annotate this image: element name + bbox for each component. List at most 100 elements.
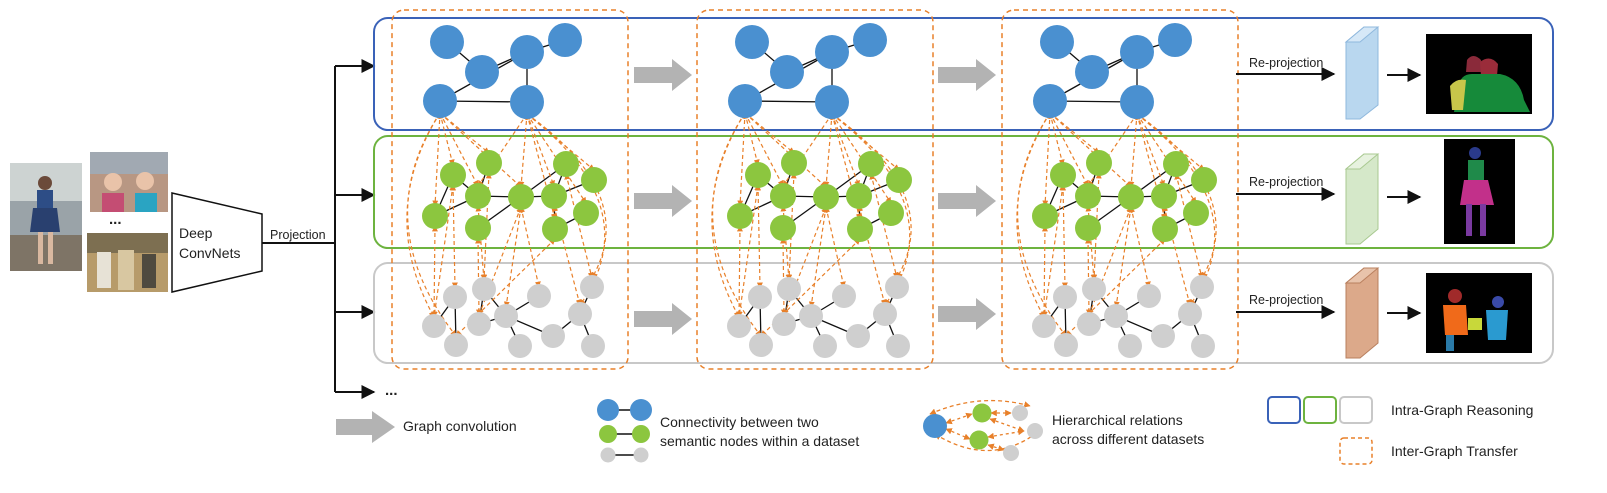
green-semantic-node xyxy=(1152,216,1178,242)
blue-semantic-node xyxy=(770,55,804,89)
green-semantic-node xyxy=(846,183,872,209)
hierarchical-relation xyxy=(1128,113,1140,188)
gray-semantic-node xyxy=(1190,275,1214,299)
semantic-nodes xyxy=(1032,23,1217,358)
gray-semantic-node xyxy=(568,302,592,326)
legend-hierarchical-label-1: Hierarchical relations xyxy=(1052,412,1183,428)
hierarchical-relation xyxy=(438,112,455,166)
gray-semantic-node xyxy=(541,324,565,348)
gray-semantic-node xyxy=(581,334,605,358)
projection-label: Projection xyxy=(270,228,326,242)
blue-semantic-node xyxy=(430,25,464,59)
images-ellipsis: ... xyxy=(109,211,122,228)
gray-semantic-node xyxy=(508,334,532,358)
blue-semantic-node xyxy=(465,55,499,89)
green-semantic-node xyxy=(886,167,912,193)
hierarchical-relation xyxy=(1060,184,1068,289)
semantic-nodes xyxy=(727,23,912,358)
hierarchical-relation-curved xyxy=(407,112,457,337)
hierarchical-relation-curved xyxy=(712,112,762,337)
conv-arrow-1-blue xyxy=(634,59,692,91)
gray-semantic-node xyxy=(1053,285,1077,309)
gray-semantic-node xyxy=(1137,284,1161,308)
hierarchical-relation xyxy=(743,112,760,166)
hierarchical-relation xyxy=(755,184,763,289)
green-semantic-node xyxy=(1032,203,1058,229)
blue-semantic-node xyxy=(423,84,457,118)
parsing-result-blue xyxy=(1426,34,1532,114)
deep-convnets-label-1: Deep xyxy=(179,225,213,241)
blue-semantic-node xyxy=(1033,84,1067,118)
input-images: ... xyxy=(10,152,168,292)
hierarchical-relation xyxy=(450,184,458,289)
inter-graph-transfer-box xyxy=(696,9,934,370)
parsing-result-gray xyxy=(1426,273,1532,353)
green-semantic-node xyxy=(1191,167,1217,193)
conv-arrow-2-blue xyxy=(938,59,996,91)
green-semantic-node xyxy=(1163,151,1189,177)
hierarchical-relation xyxy=(518,113,530,188)
gray-semantic-node xyxy=(1151,324,1175,348)
green-semantic-node xyxy=(745,162,771,188)
hierarchical-relation xyxy=(1113,206,1134,308)
reprojection-gray: Re-projection xyxy=(1236,267,1532,359)
gray-semantic-node xyxy=(1032,314,1056,338)
gray-semantic-node xyxy=(1118,334,1142,358)
gray-semantic-node xyxy=(886,334,910,358)
gray-semantic-node xyxy=(799,304,823,328)
deep-convnets-block: Deep ConvNets xyxy=(171,192,263,293)
gray-dataset-box xyxy=(373,262,1554,364)
green-semantic-node xyxy=(440,162,466,188)
gray-semantic-node xyxy=(1191,334,1215,358)
hierarchical-relation xyxy=(503,206,524,308)
green-semantic-node xyxy=(1151,183,1177,209)
green-semantic-node xyxy=(573,200,599,226)
graph-stage-3 xyxy=(1001,9,1239,370)
gray-semantic-node xyxy=(472,277,496,301)
green-dataset-box xyxy=(373,135,1554,249)
gray-semantic-node xyxy=(748,285,772,309)
input-photo-two-women xyxy=(90,152,168,212)
input-photo-group xyxy=(87,233,168,292)
green-semantic-node xyxy=(878,200,904,226)
graph-stage-2 xyxy=(696,9,934,370)
gray-semantic-node xyxy=(1077,312,1101,336)
hierarchical-relation xyxy=(1041,225,1048,318)
green-semantic-node xyxy=(465,215,491,241)
legend: Graph convolution Connectivity between t… xyxy=(336,396,1533,465)
branches-ellipsis: ... xyxy=(385,382,398,399)
green-semantic-node xyxy=(1183,200,1209,226)
green-semantic-node xyxy=(1050,162,1076,188)
conv-arrow-2-gray xyxy=(938,298,996,330)
reprojection-green: Re-projection xyxy=(1236,139,1515,245)
graph-stage-1 xyxy=(391,9,629,370)
green-semantic-node xyxy=(858,151,884,177)
green-semantic-node xyxy=(1086,150,1112,176)
hierarchical-relation xyxy=(1042,112,1053,207)
legend-hierarchical: Hierarchical relations across different … xyxy=(923,399,1204,461)
reprojection-label-gray: Re-projection xyxy=(1249,293,1323,307)
gray-semantic-node xyxy=(832,284,856,308)
input-photo-person xyxy=(10,163,82,271)
parsing-result-green xyxy=(1444,139,1515,244)
gray-semantic-node xyxy=(1054,333,1078,357)
green-semantic-node xyxy=(553,151,579,177)
blue-semantic-node xyxy=(1040,25,1074,59)
conv-arrow-1-green xyxy=(634,185,692,217)
legend-graph-convolution-label: Graph convolution xyxy=(403,418,517,434)
hierarchical-relation xyxy=(431,225,438,318)
legend-inter-graph: Inter-Graph Transfer xyxy=(1339,437,1518,465)
conv-arrow-1-gray xyxy=(634,303,692,335)
blue-semantic-node xyxy=(728,84,762,118)
deep-convnets-label-2: ConvNets xyxy=(179,245,240,261)
blue-semantic-node xyxy=(1120,85,1154,119)
legend-intra-graph-label: Intra-Graph Reasoning xyxy=(1391,402,1533,418)
green-semantic-node xyxy=(541,183,567,209)
gray-semantic-node xyxy=(846,324,870,348)
hierarchical-relation xyxy=(808,206,829,308)
graph-convolution-arrows xyxy=(634,59,996,335)
hierarchical-relation xyxy=(475,237,482,316)
reprojection-label-green: Re-projection xyxy=(1249,175,1323,189)
gray-semantic-node xyxy=(1104,304,1128,328)
